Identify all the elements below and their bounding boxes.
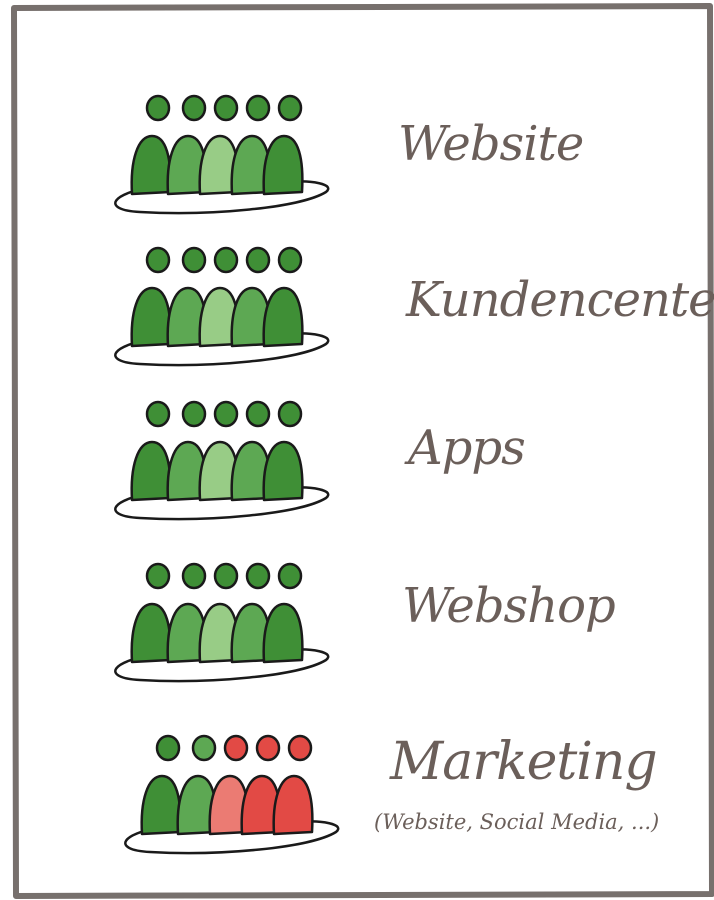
- ground-loop: [114, 648, 330, 683]
- person-head: [245, 246, 271, 274]
- row-webshop: Webshop: [0, 556, 714, 706]
- team-icon-kundencenter: [114, 246, 330, 367]
- person-head: [181, 94, 207, 122]
- label-marketing: Marketing: [390, 732, 658, 792]
- label-website: Website: [398, 116, 584, 172]
- person-head: [213, 246, 239, 274]
- person-body: [262, 602, 304, 664]
- person-head: [245, 562, 271, 590]
- label-kundencenter: Kundencenter: [406, 272, 714, 328]
- person-head: [155, 734, 181, 762]
- person-head: [245, 94, 271, 122]
- person-head: [287, 734, 313, 762]
- person-head: [277, 94, 303, 122]
- team-icon-webshop: [114, 562, 330, 683]
- row-marketing: Marketing (Website, Social Media, ...): [0, 728, 714, 888]
- person-head: [213, 562, 239, 590]
- person-head: [181, 400, 207, 428]
- person-head: [181, 246, 207, 274]
- ground-loop: [114, 180, 330, 215]
- row-website: Website: [0, 88, 714, 238]
- person-body: [272, 774, 314, 836]
- person-head: [145, 562, 171, 590]
- person-head: [277, 562, 303, 590]
- person-head: [213, 400, 239, 428]
- ground-loop: [114, 486, 330, 521]
- person-body: [130, 286, 172, 348]
- person-body: [262, 440, 304, 502]
- person-head: [255, 734, 281, 762]
- ground-loop: [114, 332, 330, 367]
- row-apps: Apps: [0, 394, 714, 544]
- person-body: [140, 774, 182, 836]
- person-head: [145, 94, 171, 122]
- person-body: [130, 134, 172, 196]
- label-marketing-sub: (Website, Social Media, ...): [374, 810, 660, 834]
- person-body: [130, 440, 172, 502]
- label-webshop: Webshop: [402, 578, 616, 634]
- team-icon-website: [114, 94, 330, 215]
- person-head: [213, 94, 239, 122]
- person-head: [145, 400, 171, 428]
- person-head: [191, 734, 217, 762]
- team-icon-apps: [114, 400, 330, 521]
- row-kundencenter: Kundencenter: [0, 240, 714, 390]
- person-head: [145, 246, 171, 274]
- person-head: [245, 400, 271, 428]
- label-apps: Apps: [408, 420, 526, 476]
- person-body: [262, 134, 304, 196]
- team-icon-marketing: [124, 734, 340, 855]
- person-body: [130, 602, 172, 664]
- person-head: [277, 246, 303, 274]
- person-head: [181, 562, 207, 590]
- person-body: [262, 286, 304, 348]
- person-head: [223, 734, 249, 762]
- ground-loop: [124, 820, 340, 855]
- person-head: [277, 400, 303, 428]
